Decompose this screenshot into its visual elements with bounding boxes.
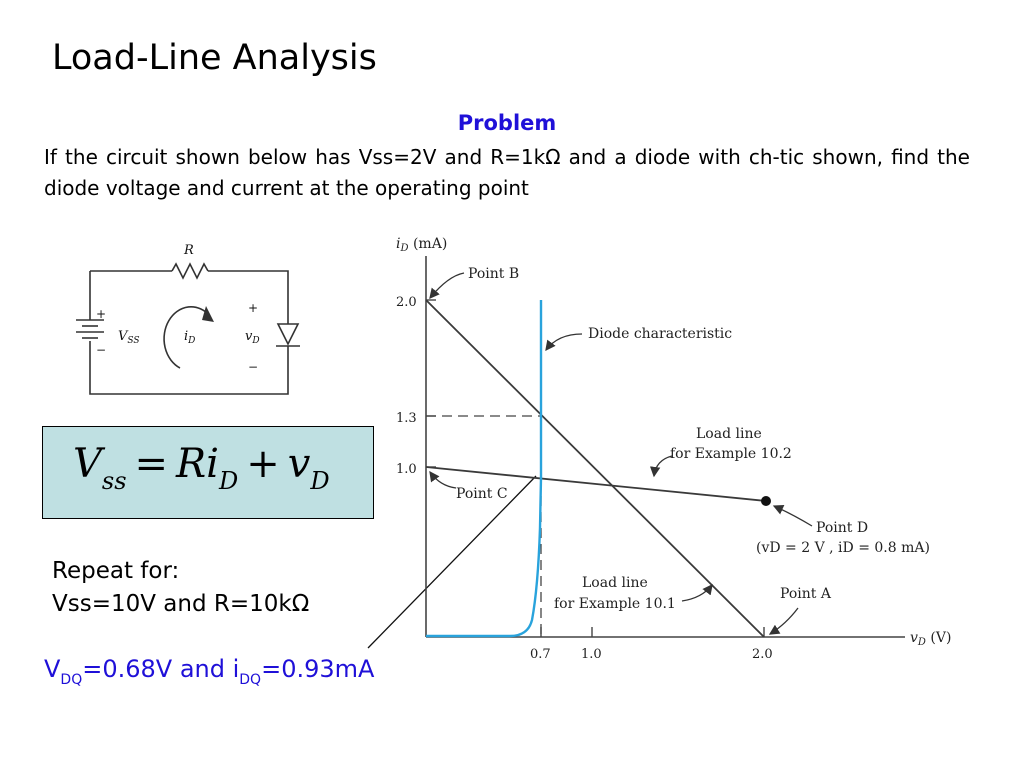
point-a-label: Point A xyxy=(780,586,832,602)
point-c-label: Point C xyxy=(456,486,508,502)
voltage-minus: − xyxy=(248,360,258,374)
x-tick-label-1: 1.0 xyxy=(581,647,602,662)
x-tick-label-2: 2.0 xyxy=(752,647,773,662)
load-line-101-label-2: for Example 10.1 xyxy=(554,596,676,612)
voltage-label: vD xyxy=(245,329,260,346)
answer-text: VDQ=0.68V and iDQ=0.93mA xyxy=(44,655,375,688)
point-d-marker xyxy=(761,496,771,506)
current-loop-arrow xyxy=(163,306,211,369)
problem-text: If the circuit shown below has Vss=2V an… xyxy=(44,145,970,200)
y-axis-label: iD (mA) xyxy=(396,236,447,254)
slide-title: Load-Line Analysis xyxy=(52,38,377,78)
diode-label-arrow xyxy=(545,333,583,352)
loop-arrowhead xyxy=(202,306,214,322)
source-minus: − xyxy=(96,343,106,357)
load-line-graph: iD (mA) vD (V) 2.0 1.3 1.0 0.7 1.0 2.0 P… xyxy=(367,236,951,662)
point-c-arrow xyxy=(429,470,457,489)
equation-box: Vss=RiD+vD xyxy=(42,426,374,519)
point-d-arrow xyxy=(772,504,813,527)
repeat-line-1: Repeat for: xyxy=(52,558,180,584)
current-label: iD xyxy=(184,329,195,346)
diode-characteristic-label: Diode characteristic xyxy=(588,326,732,342)
load-line-10-1 xyxy=(425,299,765,638)
point-d-detail: (vD = 2 V , iD = 0.8 mA) xyxy=(756,540,930,556)
point-d-label: Point D xyxy=(816,520,868,536)
point-b-arrow xyxy=(429,272,465,300)
repeat-note: Repeat for: Vss=10V and R=10kΩ xyxy=(52,555,309,621)
resistor-symbol xyxy=(171,262,209,280)
load-line-10-2 xyxy=(425,466,767,502)
source-plus: + xyxy=(96,307,106,321)
load-line-102-label-1: Load line xyxy=(696,426,762,442)
point-b-label: Point B xyxy=(468,266,519,282)
voltage-plus: + xyxy=(248,301,258,315)
source-label: VSS xyxy=(118,329,140,346)
y-tick-label-2: 2.0 xyxy=(396,295,417,310)
circuit-wire-top-right xyxy=(208,270,289,324)
y-tick-label-1: 1.0 xyxy=(396,462,417,477)
point-a-arrow xyxy=(768,607,799,635)
diode-symbol xyxy=(276,323,300,347)
load-line-101-arrow xyxy=(681,583,713,602)
load-line-101-label-1: Load line xyxy=(582,575,648,591)
kvl-equation: Vss=RiD+vD xyxy=(73,441,330,495)
y-tick-label-1.3: 1.3 xyxy=(396,411,417,426)
circuit-diagram: R + − VSS iD + vD − xyxy=(76,243,300,395)
x-tick-label-0.7: 0.7 xyxy=(530,647,551,662)
circuit-wire-left xyxy=(89,271,289,395)
x-axis-label: vD (V) xyxy=(910,630,951,648)
resistor-label: R xyxy=(183,243,194,258)
diode-characteristic-curve xyxy=(426,300,543,638)
answer-pointer-line xyxy=(367,475,537,649)
repeat-line-2: Vss=10V and R=10kΩ xyxy=(52,591,310,617)
battery-symbol xyxy=(76,319,104,339)
load-line-102-label-2: for Example 10.2 xyxy=(670,446,792,462)
problem-heading: Problem xyxy=(457,111,557,135)
load-line-102-arrow xyxy=(649,455,673,478)
